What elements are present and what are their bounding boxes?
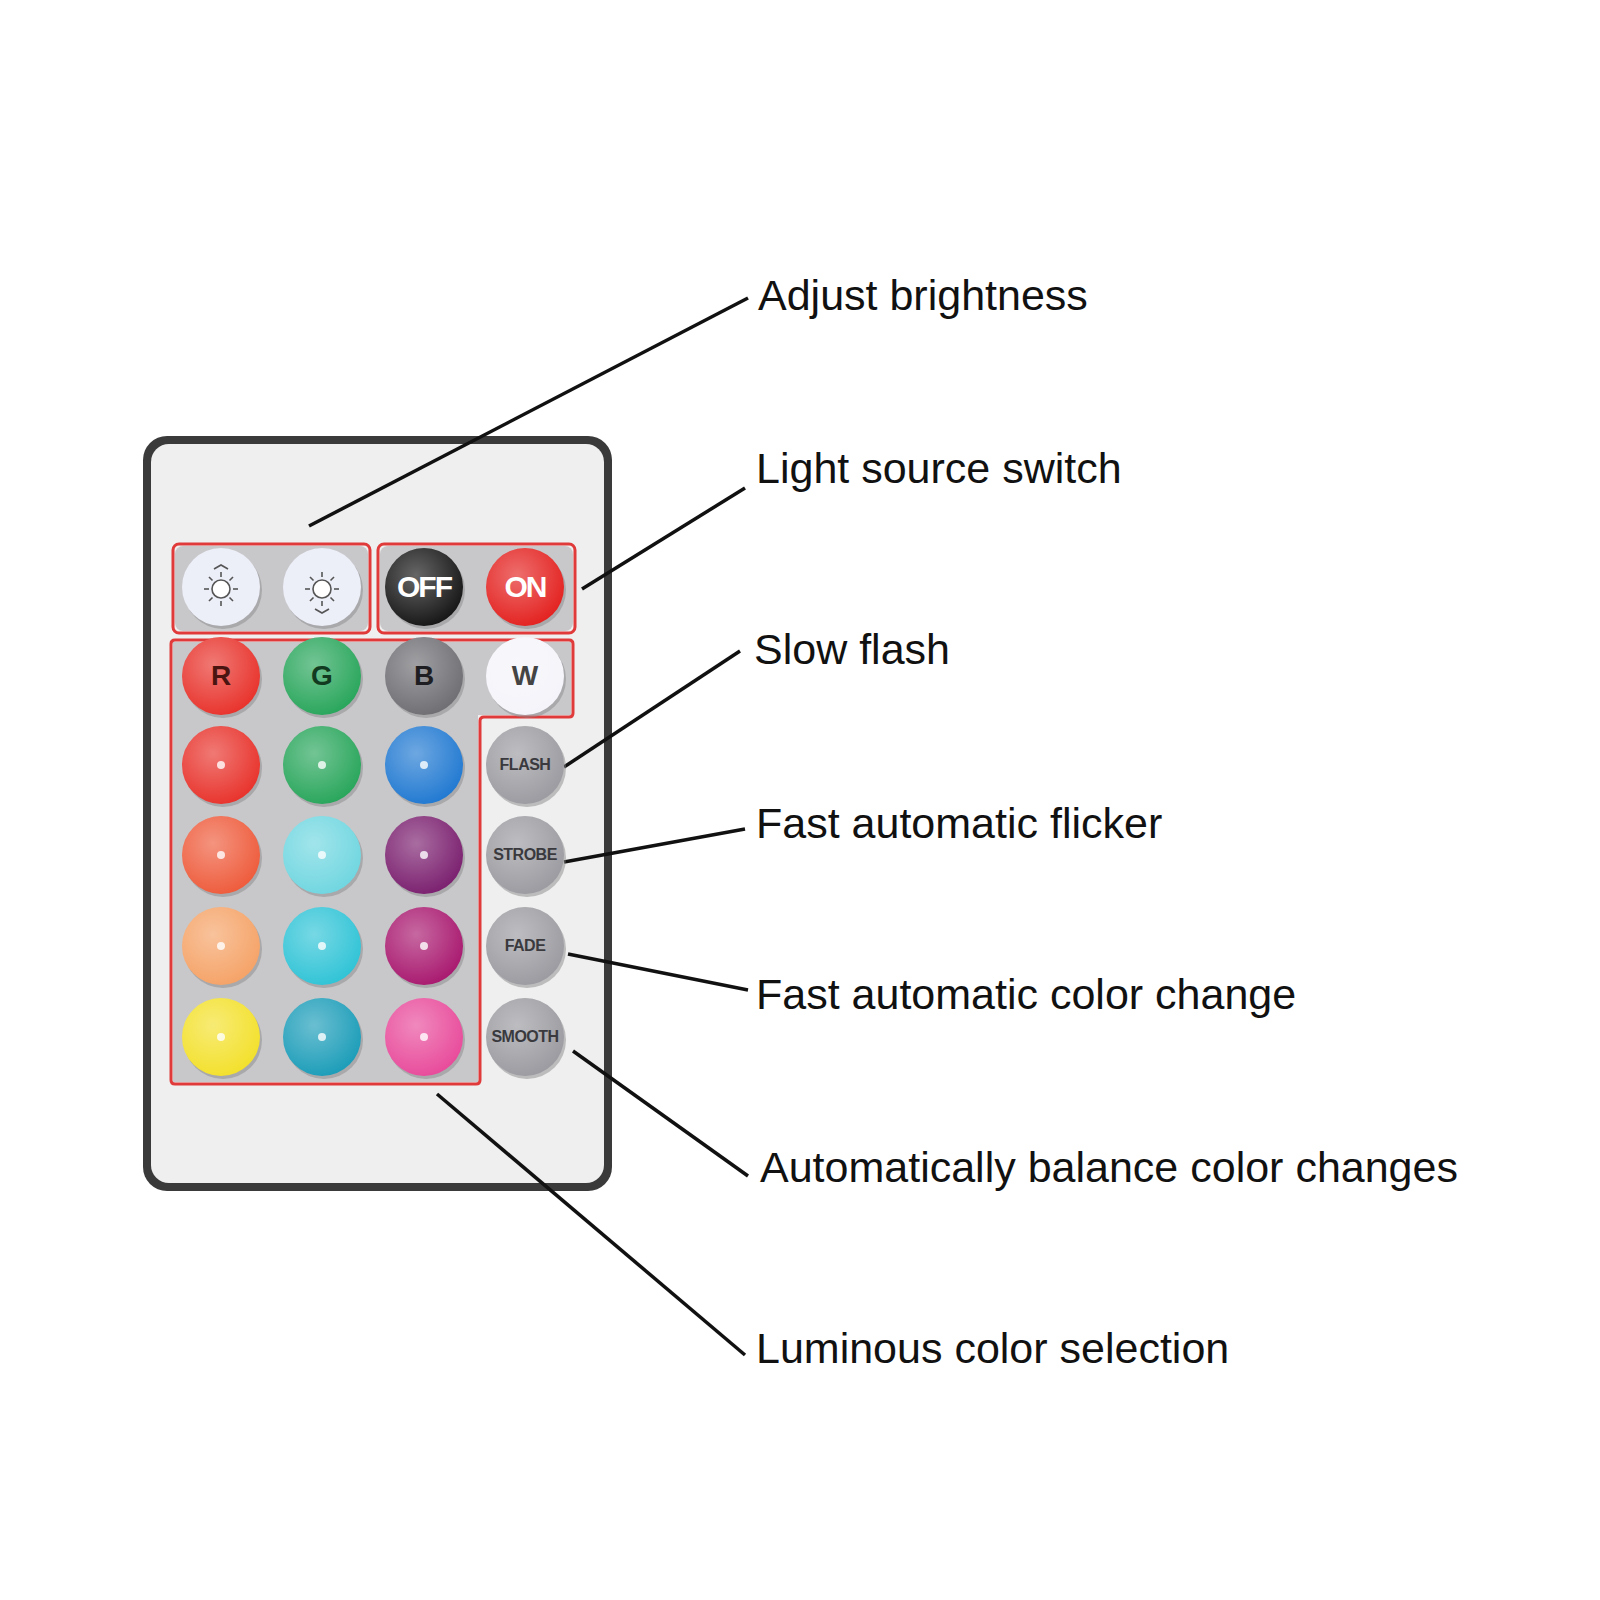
color-button: [283, 726, 363, 807]
leader-line: [573, 1051, 748, 1176]
button-label: R: [182, 637, 260, 715]
button-label: SMOOTH: [486, 998, 564, 1076]
callout-label: Adjust brightness: [758, 271, 1088, 320]
remote-button: FADE: [486, 907, 564, 985]
color-button: [283, 816, 363, 897]
color-button: [182, 816, 262, 897]
color-button: [182, 998, 262, 1079]
button-label: STROBE: [486, 816, 564, 894]
remote-button: B: [385, 637, 463, 715]
color-button: [182, 907, 262, 988]
leader-line: [582, 488, 745, 589]
remote-housing: [143, 436, 612, 1191]
color-button: [182, 726, 262, 807]
brightness-button: [283, 548, 363, 629]
leader-line: [564, 829, 745, 862]
color-button: [283, 998, 363, 1079]
group-outline: [378, 544, 575, 633]
color-button: [385, 998, 465, 1079]
remote-button: FLASH: [486, 726, 564, 804]
callout-label: Slow flash: [754, 625, 950, 674]
remote-button: R: [182, 637, 260, 715]
remote-button: G: [283, 637, 361, 715]
leader-line: [568, 954, 748, 990]
button-label: ON: [486, 548, 564, 626]
button-label: B: [385, 637, 463, 715]
button-label: W: [486, 637, 564, 715]
callout-label: Light source switch: [756, 444, 1122, 493]
button-panel: [175, 546, 368, 631]
color-button: [385, 726, 465, 807]
remote-face: [151, 444, 604, 1183]
leader-line: [309, 298, 748, 526]
remote-button: ON: [486, 548, 564, 626]
color-button: [385, 907, 465, 988]
color-buttons: [182, 726, 465, 1079]
callout-label: Fast automatic flicker: [756, 799, 1162, 848]
button-label: FADE: [486, 907, 564, 985]
brightness-buttons: [182, 548, 363, 629]
button-label: FLASH: [486, 726, 564, 804]
leader-line: [564, 651, 740, 767]
leader-lines: [309, 298, 748, 1355]
button-label: G: [283, 637, 361, 715]
color-button: [385, 816, 465, 897]
group-outline: [173, 544, 370, 633]
brightness-button: [182, 548, 262, 629]
button-panel: [380, 546, 573, 631]
remote-button: W: [486, 637, 564, 715]
remote-button: STROBE: [486, 816, 564, 894]
remote-button: OFF: [385, 548, 463, 626]
button-label: OFF: [385, 548, 463, 626]
callout-label: Fast automatic color change: [756, 970, 1296, 1019]
color-button: [283, 907, 363, 988]
leader-line: [437, 1094, 745, 1355]
remote-button: SMOOTH: [486, 998, 564, 1076]
callout-label: Automatically balance color changes: [760, 1143, 1458, 1192]
callout-label: Luminous color selection: [756, 1324, 1229, 1373]
